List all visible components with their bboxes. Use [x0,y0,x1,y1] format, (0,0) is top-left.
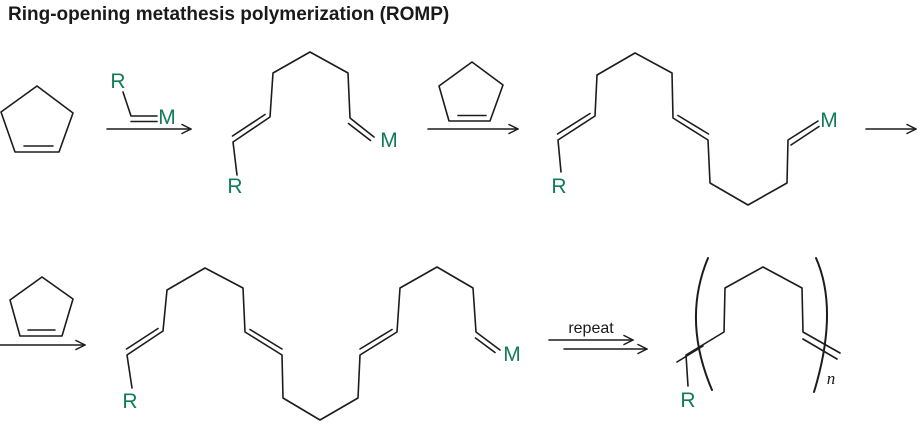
chain-bonds [685,266,841,387]
catalyst-bonds [122,91,158,123]
ring-opened-product-2: R M [551,52,838,206]
metal-carbene-catalyst: R M [110,70,175,129]
double-bond-second-lines [125,327,496,354]
repeat-label: repeat [568,320,614,337]
chain-bonds [557,52,819,206]
cyclopentene-monomer-1 [0,85,74,153]
cyclopentene-ring-bonds [438,61,504,122]
catalyst-r-label: R [110,70,125,93]
diagram-title: Ring-opening metathesis polymerization (… [8,4,450,25]
polymer-repeat-unit: R n [676,257,841,412]
repeat-step: repeat [548,320,648,355]
cyclopentene-monomer-3 [9,276,74,337]
chain-m-label: M [503,343,521,366]
catalyst-m-label: M [158,106,176,129]
cyclopentene-ring-bonds [0,85,74,153]
double-bond-second-lines [556,112,820,146]
ring-opened-product-1: R M [227,51,398,198]
product1-m-label: M [380,129,398,152]
n-subscript: n [827,369,836,388]
cyclopentene-monomer-2 [438,61,504,122]
growing-polymer-chain: R M [122,266,521,421]
right-bracket [813,257,828,393]
chain-bonds [126,266,501,421]
product1-r-label: R [227,175,242,198]
polymer-r-label: R [680,389,695,412]
chain-bonds [232,51,375,176]
double-bond-second-lines [676,338,838,363]
cyclopentene-ring-bonds [9,276,74,337]
product2-m-label: M [820,109,838,132]
product2-r-label: R [551,175,566,198]
double-bond-second-lines [231,113,372,142]
chain-r-label: R [122,390,137,413]
left-bracket [695,257,713,391]
